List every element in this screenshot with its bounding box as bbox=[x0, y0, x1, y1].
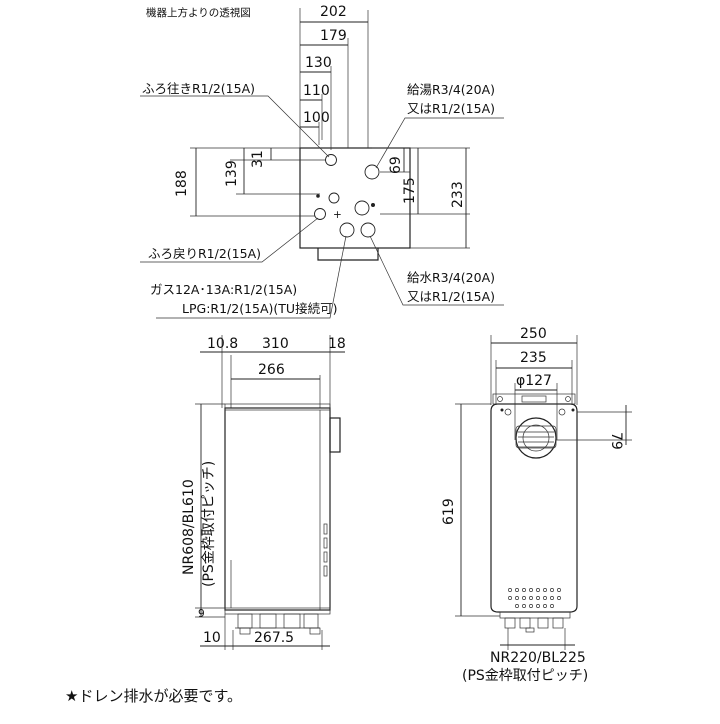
top-view-flue bbox=[317, 248, 379, 261]
dim-266: 266 bbox=[258, 362, 285, 378]
dim-179: 179 bbox=[320, 28, 347, 44]
dim-phi127: φ127 bbox=[516, 373, 552, 389]
small-dot-2 bbox=[371, 203, 375, 207]
front-view-body bbox=[490, 403, 578, 613]
front-view-pipes bbox=[499, 611, 571, 633]
side-view: 10.8 310 18 266 NR608/BL610 ( bbox=[181, 335, 346, 650]
label-gas-1: ガス12A･13A:R1/2(15A) bbox=[150, 282, 297, 297]
dim-619: 619 bbox=[441, 498, 457, 525]
dim-250: 250 bbox=[520, 326, 547, 342]
dim-188: 188 bbox=[174, 170, 190, 197]
top-view-body bbox=[299, 147, 411, 249]
kyuto-port bbox=[364, 164, 380, 180]
front-view: 250 235 φ127 bbox=[441, 326, 632, 684]
svg-text:+: + bbox=[333, 209, 342, 221]
label-furo-iki: ふろ往きR1/2(15A) bbox=[142, 81, 255, 96]
label-gas-2: LPG:R1/2(15A)(TU接続可) bbox=[182, 301, 337, 316]
dim-69: 69 bbox=[388, 156, 404, 174]
front-view-vent-holes bbox=[508, 588, 561, 608]
dim-175: 175 bbox=[402, 177, 418, 204]
side-vertical-sublabel: (PS金枠取付ピッチ) bbox=[201, 461, 217, 587]
dim-9: 9 bbox=[198, 608, 205, 620]
kyusui-port bbox=[360, 222, 376, 238]
label-furo-modori: ふろ戻りR1/2(15A) bbox=[148, 246, 261, 261]
dim-10-8: 10.8 bbox=[207, 336, 238, 352]
front-view-flue bbox=[515, 417, 557, 459]
gas-port bbox=[339, 222, 355, 238]
dim-202: 202 bbox=[320, 4, 347, 20]
dim-100: 100 bbox=[303, 110, 330, 126]
dot-1 bbox=[316, 194, 320, 198]
dim-235: 235 bbox=[520, 350, 547, 366]
label-kyuto-2: 又はR1/2(15A) bbox=[407, 101, 495, 116]
side-view-body bbox=[224, 407, 331, 611]
dim-130: 130 bbox=[305, 55, 332, 71]
top-view: 機器上方よりの透視図 202 179 130 110 100 188 139 3… bbox=[140, 4, 504, 319]
dim-233: 233 bbox=[450, 181, 466, 208]
furo-iki-port bbox=[325, 154, 337, 166]
front-bottom-sublabel: (PS金枠取付ピッチ) bbox=[462, 668, 588, 684]
small-port-1 bbox=[328, 192, 340, 204]
label-kyusui-2: 又はR1/2(15A) bbox=[407, 289, 495, 304]
front-view-bracket bbox=[492, 393, 576, 405]
front-bottom-label: NR220/BL225 bbox=[490, 650, 586, 666]
dim-18: 18 bbox=[328, 336, 346, 352]
drain-note: ★ドレン排水が必要です。 bbox=[65, 687, 242, 705]
side-view-top-cap bbox=[224, 403, 331, 411]
dim-310: 310 bbox=[262, 336, 289, 352]
dim-110: 110 bbox=[303, 83, 330, 99]
dim-31: 31 bbox=[250, 150, 266, 168]
side-view-bottom-strip bbox=[224, 607, 331, 615]
label-kyuto-1: 給湯R3/4(20A) bbox=[407, 82, 495, 97]
kyusui-port-ring bbox=[354, 200, 370, 216]
dim-79: 79 bbox=[608, 432, 624, 450]
dim-267-5: 267.5 bbox=[254, 630, 294, 646]
furo-modori-port bbox=[314, 208, 326, 220]
side-vertical-label: NR608/BL610 bbox=[181, 479, 197, 575]
side-view-rear-box bbox=[329, 417, 341, 453]
top-view-caption: 機器上方よりの透視図 bbox=[146, 6, 251, 19]
dim-139: 139 bbox=[224, 160, 240, 187]
label-kyusui-1: 給水R3/4(20A) bbox=[407, 270, 495, 285]
side-view-pipes bbox=[235, 613, 321, 635]
dim-10: 10 bbox=[203, 630, 221, 646]
